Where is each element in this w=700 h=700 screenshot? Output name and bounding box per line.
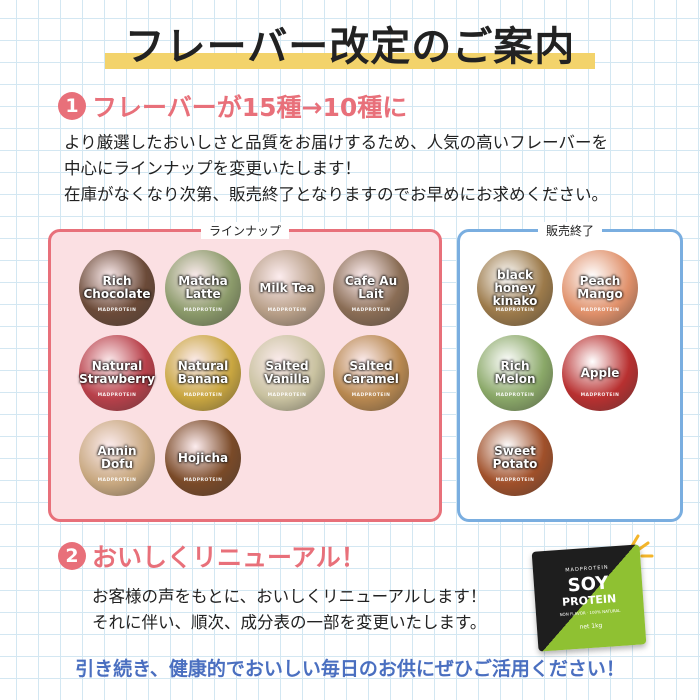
brand-mark: MADPROTEIN — [183, 478, 223, 483]
flavor-name: black honey kinako — [492, 267, 538, 308]
section1-title: フレーバーが15種→10種に — [92, 93, 408, 122]
number-badge: 1 — [58, 92, 86, 120]
flavor-name: Peach Mango — [577, 274, 623, 301]
page-title: フレーバー改定のご案内 — [124, 24, 576, 70]
flavor-name: Salted Vanilla — [264, 359, 310, 386]
flavor-name: Milk Tea — [259, 280, 315, 295]
brand-mark: MADPROTEIN — [495, 308, 535, 313]
brand-mark: MADPROTEIN — [580, 393, 620, 398]
section2-heading: 2 おいしくリニューアル！ — [58, 538, 366, 574]
brand-mark: MADPROTEIN — [267, 393, 307, 398]
soy-protein-package: MADPROTEIN SOY PROTEIN NON FLAVOR · 100%… — [531, 544, 647, 652]
brand-mark: MADPROTEIN — [267, 308, 307, 313]
number-badge: 2 — [58, 542, 86, 570]
brand-mark: MADPROTEIN — [97, 478, 137, 483]
flavor-name: Matcha Latte — [178, 274, 228, 301]
brand-mark: MADPROTEIN — [97, 393, 137, 398]
flavor-name: Salted Caramel — [343, 359, 399, 386]
discontinued-label: 販売終了 — [537, 222, 603, 239]
brand-mark: MADPROTEIN — [351, 393, 391, 398]
text-line: お客様の声をもとに、おいしくリニューアルします！ — [92, 587, 487, 606]
flavor-name: Apple — [580, 365, 620, 380]
brand-mark: MADPROTEIN — [495, 478, 535, 483]
flavor-name: Natural Banana — [177, 359, 229, 386]
section2-text: お客様の声をもとに、おいしくリニューアルします！ それに伴い、順次、成分表の一部… — [92, 584, 486, 636]
section1-text: より厳選したおいしさと品質をお届けするため、人気の高いフレーバーを 中心にライン… — [64, 130, 608, 208]
section1-heading: 1 フレーバーが15種→10種に — [58, 88, 407, 124]
text-line: より厳選したおいしさと品質をお届けするため、人気の高いフレーバーを — [64, 133, 609, 152]
flavor-name: Rich Chocolate — [83, 274, 151, 301]
brand-mark: MADPROTEIN — [351, 308, 391, 313]
flavor-name: Cafe Au Lait — [344, 274, 398, 301]
title-highlight — [105, 53, 595, 69]
brand-mark: MADPROTEIN — [97, 308, 137, 313]
lineup-label: ラインナップ — [200, 222, 290, 239]
text-line: それに伴い、順次、成分表の一部を変更いたします。 — [92, 613, 487, 632]
flavor-name: Natural Strawberry — [79, 359, 155, 386]
flavor-name: Sweet Potato — [492, 444, 538, 471]
brand-mark: MADPROTEIN — [183, 308, 223, 313]
flavor-name: Hojicha — [177, 450, 229, 465]
brand-mark: MADPROTEIN — [580, 308, 620, 313]
text-line: 在庫がなくなり次第、販売終了となりますのでお早めにお求めください。 — [64, 185, 609, 204]
brand-mark: MADPROTEIN — [183, 393, 223, 398]
text-line: 中心にラインナップを変更いたします！ — [64, 159, 361, 178]
section2-title: おいしくリニューアル！ — [92, 543, 366, 572]
footer-message: 引き続き、健康的でおいしい毎日のお供にぜひご活用ください！ — [75, 658, 625, 680]
package-weight: net 1kg — [579, 622, 603, 631]
flavor-name: Annin Dofu — [97, 444, 137, 471]
brand-mark: MADPROTEIN — [495, 393, 535, 398]
flavor-name: Rich Melon — [494, 359, 536, 386]
